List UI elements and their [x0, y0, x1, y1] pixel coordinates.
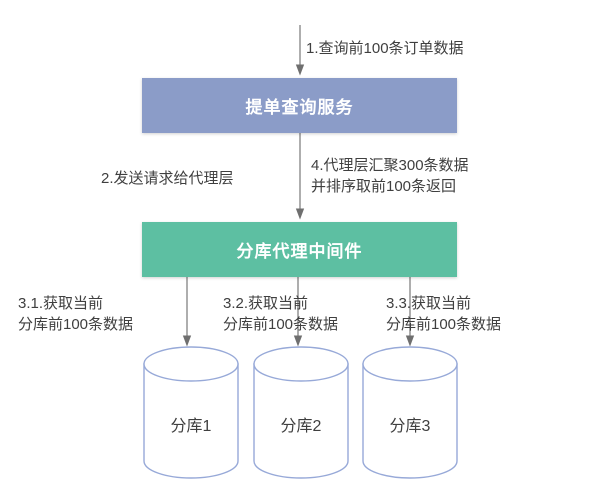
database-cylinder-2	[253, 346, 349, 479]
database-label-1: 分库1	[170, 418, 212, 435]
database-cylinder-3	[362, 346, 458, 479]
edge-label-step-3-1: 3.1.获取当前 分库前100条数据	[18, 295, 134, 333]
edge-label-step-1: 1.查询前100条订单数据	[306, 40, 464, 57]
node-service-box[interactable]: 提单查询服务	[142, 78, 457, 133]
edge-label-step-4: 4.代理层汇聚300条数据 并排序取前100条返回	[311, 157, 469, 195]
node-middleware-box[interactable]: 分库代理中间件	[142, 222, 457, 277]
edge-label-step-2: 2.发送请求给代理层	[101, 170, 234, 187]
node-middleware-label: 分库代理中间件	[236, 242, 363, 261]
edge-label-step-3-2: 3.2.获取当前 分库前100条数据	[223, 295, 339, 333]
database-label-3: 分库3	[389, 418, 431, 435]
edge-label-step-3-3: 3.3.获取当前 分库前100条数据	[386, 295, 502, 333]
node-service-label: 提单查询服务	[245, 98, 354, 117]
database-label-2: 分库2	[280, 418, 322, 435]
database-cylinder-1	[143, 346, 239, 479]
